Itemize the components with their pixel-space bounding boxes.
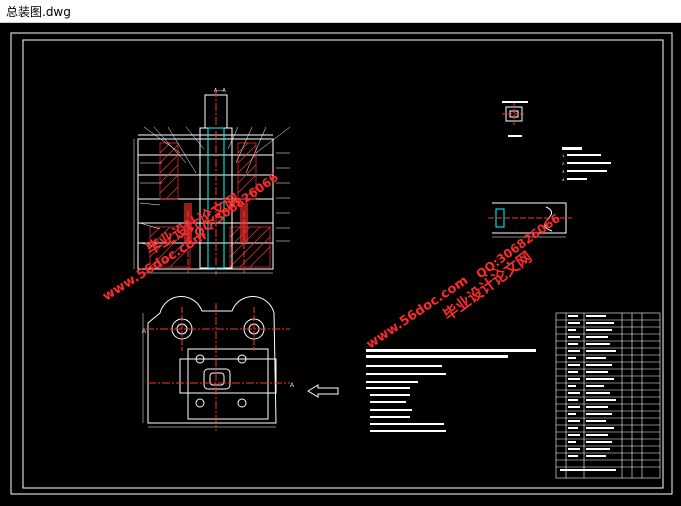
parts-list-table[interactable] (555, 312, 661, 479)
text-block (366, 349, 536, 432)
note-3: 3. (562, 169, 565, 174)
note-1: 1. (562, 153, 565, 158)
technical-notes: 1. 2. 3. 4. (562, 147, 611, 182)
title-bar: 总装图.dwg (0, 0, 681, 23)
note-4: 4. (562, 177, 565, 182)
note-2: 2. (562, 161, 565, 166)
drawing-canvas[interactable]: A—A (0, 23, 681, 501)
detail-view-small[interactable] (502, 101, 528, 137)
section-view[interactable]: A—A (133, 88, 291, 275)
direction-arrow-icon (307, 384, 339, 398)
parts-list-entries (560, 315, 616, 471)
strip-layout[interactable] (488, 202, 572, 238)
section-mark-left: A (142, 329, 146, 335)
section-mark-right: A (290, 383, 294, 389)
section-label: A—A (214, 88, 226, 94)
window-title: 总装图.dwg (6, 5, 71, 19)
watermark-layer: 毕业设计论文网 www.56doc.com QQ:306826066 毕业设计论… (100, 170, 563, 352)
inner-frame (22, 39, 664, 489)
outer-frame (10, 32, 673, 495)
plan-view[interactable]: A A (142, 295, 294, 431)
